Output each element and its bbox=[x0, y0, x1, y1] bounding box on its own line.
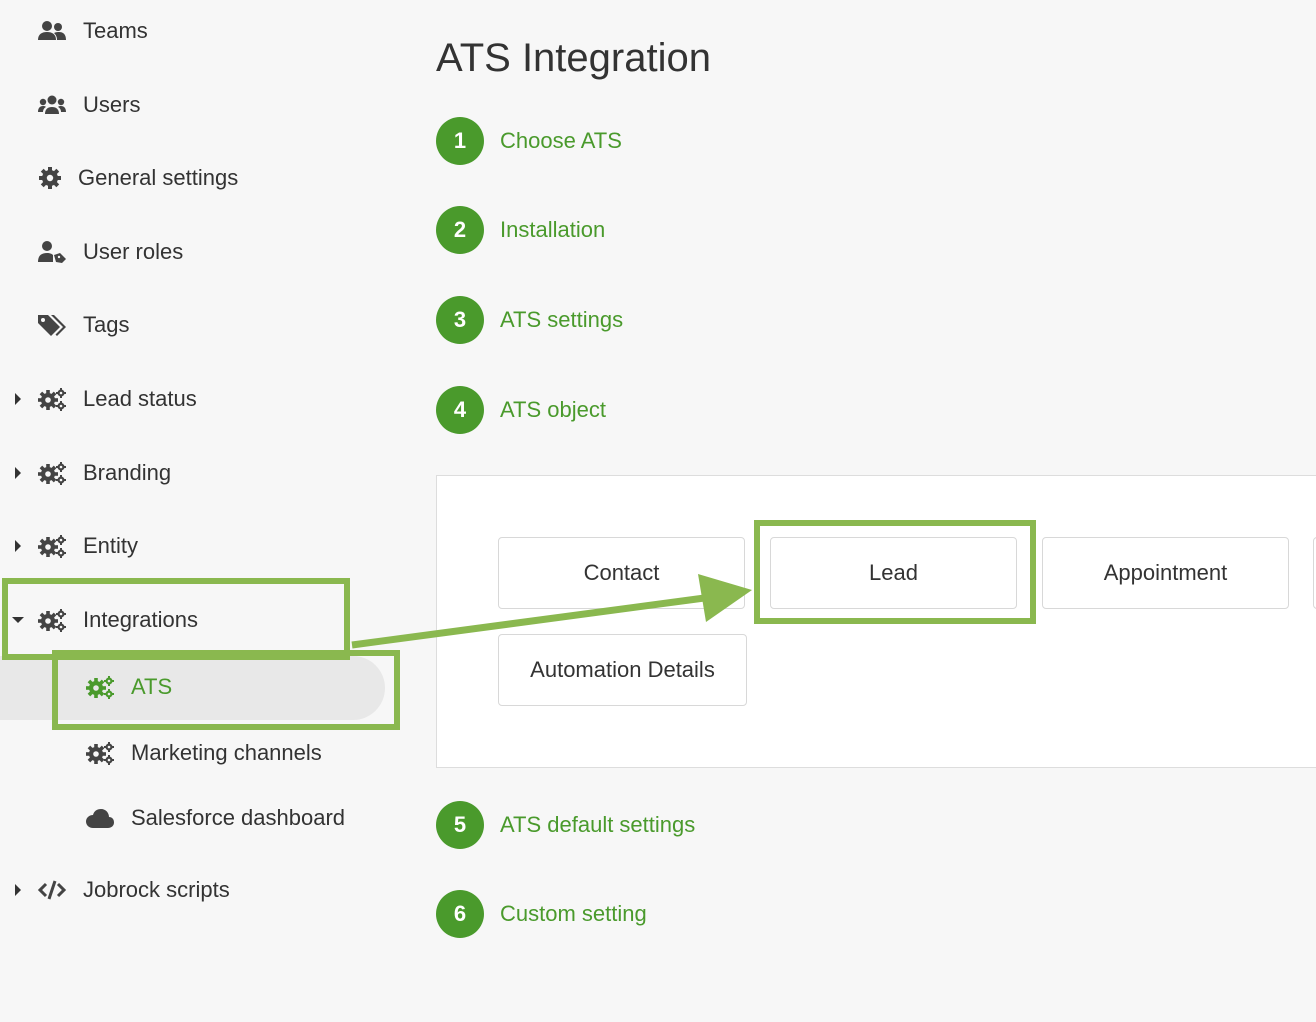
sidebar-item-label: Lead status bbox=[83, 386, 197, 411]
more-object-button[interactable] bbox=[1313, 537, 1316, 609]
gears-icon bbox=[37, 461, 67, 485]
step-title: Custom setting bbox=[500, 901, 647, 926]
sidebar-item-teams[interactable]: Teams bbox=[0, 11, 380, 51]
sidebar-item-label: Jobrock scripts bbox=[83, 877, 230, 902]
sidebar-item-label: Salesforce dashboard bbox=[131, 805, 346, 830]
tags-icon bbox=[37, 313, 67, 337]
sidebar-item-lead-status[interactable]: Lead status bbox=[0, 379, 380, 419]
gears-icon bbox=[37, 387, 67, 411]
sidebar-item-label: ATS bbox=[131, 674, 173, 699]
sidebar-item-integrations[interactable]: Integrations bbox=[0, 600, 340, 640]
lead-button[interactable]: Lead bbox=[770, 537, 1017, 609]
caret-right-icon bbox=[12, 538, 24, 554]
step-title: ATS object bbox=[500, 397, 606, 422]
appointment-button[interactable]: Appointment bbox=[1042, 537, 1289, 609]
sidebar-item-salesforce-dashboard[interactable]: Salesforce dashboard bbox=[0, 798, 385, 838]
step-ats-settings[interactable]: 3 ATS settings bbox=[436, 296, 623, 344]
step-title: Choose ATS bbox=[500, 128, 622, 153]
step-title: ATS settings bbox=[500, 307, 624, 332]
gears-icon bbox=[85, 741, 115, 765]
active-item-background bbox=[0, 656, 385, 720]
sidebar-item-jobrock-scripts[interactable]: Jobrock scripts bbox=[0, 870, 380, 910]
caret-down-icon bbox=[12, 612, 24, 628]
sidebar-item-label: Tags bbox=[83, 312, 130, 337]
user-roles-icon bbox=[37, 240, 67, 264]
caret-right-icon bbox=[12, 465, 24, 481]
caret-right-icon bbox=[12, 391, 24, 407]
page-title: ATS Integration bbox=[436, 36, 711, 80]
step-title: Installation bbox=[500, 217, 606, 242]
cloud-icon bbox=[85, 806, 115, 830]
sidebar-item-label: Users bbox=[83, 92, 141, 117]
step-custom-setting[interactable]: 6 Custom setting bbox=[436, 890, 647, 938]
step-number-badge: 2 bbox=[436, 206, 484, 254]
integrations-highlight-box bbox=[2, 578, 350, 660]
sidebar-item-entity[interactable]: Entity bbox=[0, 526, 380, 566]
automation-details-button[interactable]: Automation Details bbox=[498, 634, 747, 706]
sidebar-item-label: Marketing channels bbox=[131, 740, 322, 765]
sidebar-item-label: General settings bbox=[78, 165, 239, 190]
sidebar-item-users[interactable]: Users bbox=[0, 85, 380, 125]
sidebar-item-tags[interactable]: Tags bbox=[0, 305, 380, 345]
sidebar-item-label: Teams bbox=[83, 18, 148, 43]
step-installation[interactable]: 2 Installation bbox=[436, 206, 605, 254]
sidebar: Teams Users General settings User roles … bbox=[0, 0, 420, 1022]
sidebar-item-branding[interactable]: Branding bbox=[0, 453, 380, 493]
step-number-badge: 3 bbox=[436, 296, 484, 344]
sidebar-item-user-roles[interactable]: User roles bbox=[0, 232, 380, 272]
code-icon bbox=[37, 878, 67, 902]
ats-highlight-box bbox=[52, 650, 400, 730]
step-ats-default-settings[interactable]: 5 ATS default settings bbox=[436, 801, 695, 849]
sidebar-item-label: Branding bbox=[83, 460, 172, 485]
sidebar-item-label: Integrations bbox=[83, 607, 198, 632]
step-choose-ats[interactable]: 1 Choose ATS bbox=[436, 117, 622, 165]
step-title: ATS default settings bbox=[500, 812, 696, 837]
sidebar-item-marketing-channels[interactable]: Marketing channels bbox=[0, 733, 385, 773]
step-number-badge: 4 bbox=[436, 386, 484, 434]
sidebar-item-label: User roles bbox=[83, 239, 184, 264]
lead-highlight-box bbox=[754, 520, 1036, 624]
gear-icon bbox=[35, 166, 65, 190]
step-number-badge: 1 bbox=[436, 117, 484, 165]
step-number-badge: 5 bbox=[436, 801, 484, 849]
gears-icon bbox=[37, 608, 67, 632]
gears-icon bbox=[85, 675, 115, 699]
sidebar-item-general-settings[interactable]: General settings bbox=[0, 158, 380, 198]
sidebar-item-ats[interactable]: ATS bbox=[0, 667, 385, 707]
caret-right-icon bbox=[12, 882, 24, 898]
users-icon bbox=[37, 93, 67, 117]
gears-icon bbox=[37, 534, 67, 558]
sidebar-item-label: Entity bbox=[83, 533, 139, 558]
step-number-badge: 6 bbox=[436, 890, 484, 938]
step-ats-object[interactable]: 4 ATS object bbox=[436, 386, 606, 434]
teams-icon bbox=[37, 19, 67, 43]
